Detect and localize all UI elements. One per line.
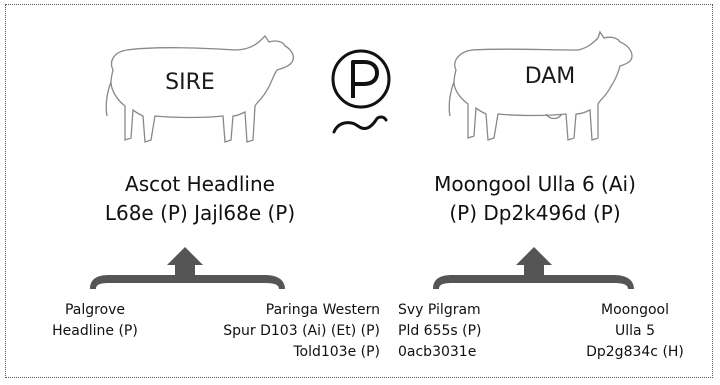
- sire-name: Ascot Headline L68e (P) Jajl68e (P): [80, 170, 320, 228]
- ancestor-line: Told103e (P): [293, 344, 380, 360]
- polled-icon: [331, 49, 391, 134]
- dam-parents-arrow: [433, 247, 634, 289]
- ancestor-line: Paringa Western: [265, 302, 380, 318]
- ancestor-line: Dp2g834c (H): [586, 344, 684, 360]
- sire-sire-ancestor: Palgrove Headline (P): [30, 300, 160, 342]
- ancestor-line: Svy Pilgram: [398, 302, 481, 318]
- sire-cow-icon: [105, 34, 295, 143]
- dam-name-line1: Moongool Ulla 6 (Ai): [434, 172, 636, 196]
- ancestor-line: Headline (P): [52, 323, 138, 339]
- ancestor-line: Pld 655s (P): [398, 323, 482, 339]
- ancestor-line: 0acb3031e: [398, 344, 477, 360]
- dam-cow-icon: [448, 30, 633, 141]
- dam-dam-ancestor: Moongool Ulla 5 Dp2g834c (H): [565, 300, 705, 363]
- ancestor-line: Moongool: [601, 302, 669, 318]
- sire-name-line2: L68e (P) Jajl68e (P): [104, 201, 296, 225]
- dam-sire-ancestor: Svy Pilgram Pld 655s (P) 0acb3031e: [398, 300, 518, 363]
- sire-parents-arrow: [90, 247, 285, 289]
- sire-name-line1: Ascot Headline: [125, 172, 275, 196]
- ancestor-line: Ulla 5: [615, 323, 655, 339]
- sire-label: SIRE: [165, 70, 215, 95]
- ancestor-line: Palgrove: [64, 302, 126, 318]
- dam-label: DAM: [524, 64, 576, 89]
- dam-name-line2: (P) Dp2k496d (P): [449, 201, 621, 225]
- sire-dam-ancestor: Paringa Western Spur D103 (Ai) (Et) (P) …: [195, 300, 380, 363]
- dam-name: Moongool Ulla 6 (Ai) (P) Dp2k496d (P): [410, 170, 660, 228]
- pedigree-frame: [5, 4, 713, 378]
- ancestor-line: Spur D103 (Ai) (Et) (P): [223, 323, 380, 339]
